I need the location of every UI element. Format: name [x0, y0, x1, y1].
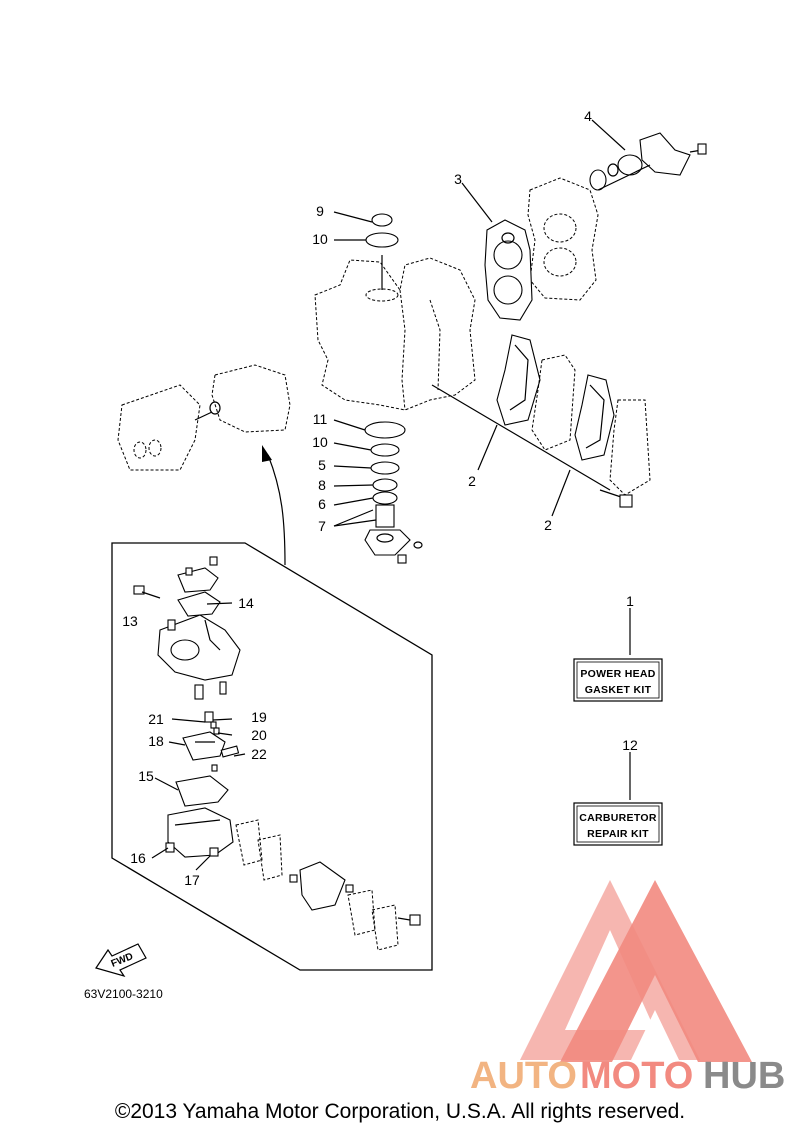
callout-10: 10	[312, 231, 328, 247]
callout-1: 1	[626, 593, 634, 609]
callout-19: 19	[251, 709, 267, 725]
callout-3: 3	[454, 171, 462, 187]
carburetor-detail-box	[111, 542, 433, 971]
forward-direction-arrow-icon: FWD	[95, 943, 147, 978]
diagram-part-code: 63V2100-3210	[84, 987, 163, 1001]
copyright-notice: ©2013 Yamaha Motor Corporation, U.S.A. A…	[114, 1100, 686, 1123]
automotohub-logo	[520, 880, 752, 1062]
callout-22: 22	[251, 746, 267, 762]
assembly-arrow-head	[262, 445, 272, 462]
callout-labels: 1 2 2 3 4 9 10 11 10 5 8 6 7 12 13 14 19…	[122, 108, 638, 888]
automotohub-watermark-text: AUTO MOTO HUB	[470, 1055, 785, 1097]
svg-text:REPAIR KIT: REPAIR KIT	[587, 828, 649, 840]
callout-9: 9	[316, 203, 324, 219]
svg-text:POWER HEAD: POWER HEAD	[580, 668, 655, 680]
svg-text:MOTO: MOTO	[580, 1055, 693, 1097]
callout-14: 14	[238, 595, 254, 611]
callout-2: 2	[468, 473, 476, 489]
callout-17: 17	[184, 872, 200, 888]
intake-silencer	[117, 364, 291, 471]
callout-10: 10	[312, 434, 328, 450]
callout-21: 21	[148, 711, 164, 727]
callout-2: 2	[544, 517, 552, 533]
callout-6: 6	[318, 496, 326, 512]
carburetor-repair-kit-label: CARBURETOR REPAIR KIT	[573, 802, 663, 846]
svg-text:CARBURETOR: CARBURETOR	[579, 812, 657, 824]
callout-7: 7	[318, 518, 326, 534]
callout-5: 5	[318, 457, 326, 473]
callout-11: 11	[313, 411, 328, 427]
svg-text:GASKET KIT: GASKET KIT	[585, 684, 652, 696]
leader-lines	[151, 119, 631, 871]
callout-15: 15	[138, 768, 154, 784]
svg-text:HUB: HUB	[703, 1055, 785, 1097]
callout-13: 13	[122, 613, 138, 629]
power-head-gasket-kit-label: POWER HEAD GASKET KIT	[573, 658, 663, 702]
callout-18: 18	[148, 733, 164, 749]
callout-4: 4	[584, 108, 592, 124]
assembly-arrow	[267, 454, 286, 566]
callout-16: 16	[130, 850, 146, 866]
svg-text:AUTO: AUTO	[470, 1055, 577, 1097]
callout-20: 20	[251, 727, 267, 743]
cylinder-block-assembly	[314, 132, 707, 564]
carburetor-assembly	[133, 556, 421, 951]
callout-12: 12	[622, 737, 638, 753]
callout-8: 8	[318, 477, 326, 493]
